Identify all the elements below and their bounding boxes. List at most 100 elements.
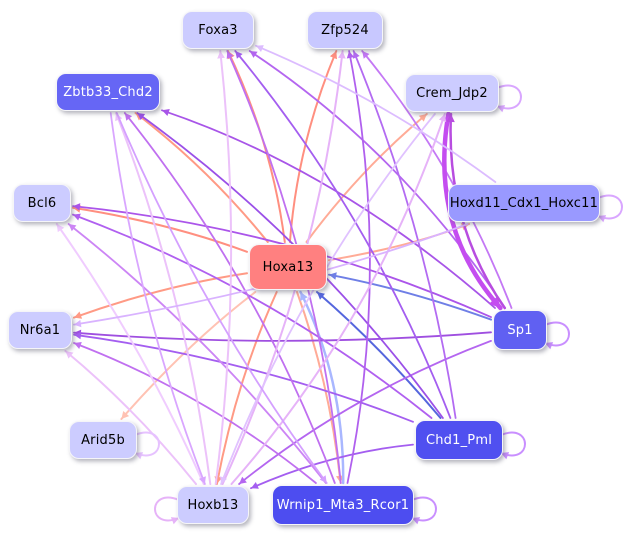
edge-Hoxa13-to-Bcl6 xyxy=(72,206,248,253)
edge-Hoxd11_Cdx1_Hoxc11-to-Hoxd11_Cdx1_Hoxc11 xyxy=(597,194,623,220)
node-label-Foxa3: Foxa3 xyxy=(198,22,238,38)
arrowhead-Wrnip1_Mta3_Rcor1-to-Nr6a1 xyxy=(74,342,82,349)
arrowhead-Hoxb13-to-Zfp524 xyxy=(338,51,346,59)
arrowhead-Chd1_Pml-to-Nr6a1 xyxy=(74,332,82,340)
node-label-Arid5b: Arid5b xyxy=(81,432,125,448)
edge-Zbtb33_Chd2-to-Wrnip1_Mta3_Rcor1 xyxy=(115,112,328,484)
edge-Sp1-to-Hoxa13 xyxy=(328,273,492,321)
arrowhead-Hoxb13-to-Foxa3 xyxy=(217,51,225,59)
arrowhead-Zbtb33_Chd2-to-Wrnip1_Mta3_Rcor1 xyxy=(319,475,327,483)
arrowhead-Hoxa13-to-Crem_Jdp2 xyxy=(418,114,427,122)
edge-Wrnip1_Mta3_Rcor1-to-Nr6a1 xyxy=(73,342,317,484)
arrowhead-Sp1-to-Zfp524 xyxy=(362,51,370,59)
arrowhead-Sp1-to-Bcl6 xyxy=(73,203,81,211)
edge-Hoxa13-to-Crem_Jdp2 xyxy=(305,113,428,243)
node-Chd1_Pml[interactable]: Chd1_Pml xyxy=(415,420,503,460)
arrowhead-Sp1-to-Hoxb13 xyxy=(239,476,247,484)
arrowhead-Hoxd11_Cdx1_Hoxc11-to-Nr6a1 xyxy=(74,319,82,328)
arrowhead-Crem_Jdp2-to-Hoxb13 xyxy=(220,476,227,484)
node-Nr6a1[interactable]: Nr6a1 xyxy=(8,311,72,349)
edge-Sp1-to-Zbtb33_Chd2 xyxy=(161,109,496,309)
node-Bcl6[interactable]: Bcl6 xyxy=(13,184,71,222)
node-Zfp524[interactable]: Zfp524 xyxy=(307,11,383,49)
node-Zbtb33_Chd2[interactable]: Zbtb33_Chd2 xyxy=(56,73,160,111)
arrowhead-Sp1-to-Crem_Jdp2 xyxy=(446,114,455,123)
node-Hoxb13[interactable]: Hoxb13 xyxy=(177,486,249,524)
edge-Hoxa13-to-Zbtb33_Chd2 xyxy=(134,112,269,243)
arrowhead-Sp1-to-Foxa3 xyxy=(249,51,258,58)
edge-Arid5b-to-Arid5b xyxy=(134,431,160,457)
edge-Hoxd11_Cdx1_Hoxc11-to-Foxa3 xyxy=(255,44,497,183)
node-label-Hoxb13: Hoxb13 xyxy=(187,497,239,513)
edge-Chd1_Pml-to-Hoxa13 xyxy=(316,291,442,419)
node-Hoxd11_Cdx1_Hoxc11[interactable]: Hoxd11_Cdx1_Hoxc11 xyxy=(448,184,600,222)
edge-Hoxb13-to-Bcl6 xyxy=(55,223,205,485)
arrowhead-Chd1_Pml-to-Zfp524 xyxy=(352,51,360,59)
node-label-Nr6a1: Nr6a1 xyxy=(19,322,61,338)
edge-Zbtb33_Chd2-to-Hoxb13 xyxy=(109,112,206,485)
node-label-Crem_Jdp2: Crem_Jdp2 xyxy=(416,85,488,101)
arrowhead-Chd1_Pml-to-Chd1_Pml xyxy=(501,452,510,460)
arrowhead-Hoxb13-to-Bcl6 xyxy=(56,224,65,233)
arrowhead-Wrnip1_Mta3_Rcor1-to-Foxa3 xyxy=(226,51,234,59)
node-Wrnip1_Mta3_Rcor1[interactable]: Wrnip1_Mta3_Rcor1 xyxy=(272,485,414,525)
edge-Wrnip1_Mta3_Rcor1-to-Bcl6 xyxy=(67,223,327,484)
edge-Wrnip1_Mta3_Rcor1-to-Hoxa13 xyxy=(299,290,345,485)
node-label-Bcl6: Bcl6 xyxy=(27,195,57,211)
arrowhead-Wrnip1_Mta3_Rcor1-to-Zfp524 xyxy=(346,51,355,59)
arrowhead-Sp1-to-Zbtb33_Chd2 xyxy=(162,109,170,116)
node-label-Hoxa13: Hoxa13 xyxy=(262,259,314,275)
arrowhead-Hoxa13-to-Zfp524 xyxy=(329,51,337,60)
arrowhead-Chd1_Pml-to-Foxa3 xyxy=(235,51,243,59)
arrowhead-Hoxb13-to-Crem_Jdp2 xyxy=(438,114,447,123)
node-Hoxa13[interactable]: Hoxa13 xyxy=(249,244,327,290)
arrowhead-Hoxb13-to-Nr6a1 xyxy=(65,351,74,359)
node-Arid5b[interactable]: Arid5b xyxy=(69,421,137,459)
node-label-Sp1: Sp1 xyxy=(507,322,533,338)
edge-Crem_Jdp2-to-Hoxb13 xyxy=(220,113,436,485)
arrowhead-Sp1-to-Sp1 xyxy=(545,342,554,350)
edge-Hoxb13-to-Crem_Jdp2 xyxy=(230,113,446,485)
arrowhead-Wrnip1_Mta3_Rcor1-to-Hoxa13 xyxy=(300,292,308,301)
edge-Hoxa13-to-Nr6a1 xyxy=(73,272,248,319)
edge-Hoxb13-to-Nr6a1 xyxy=(64,350,197,485)
arrowhead-Chd1_Pml-to-Hoxb13 xyxy=(251,482,259,489)
edge-Wrnip1_Mta3_Rcor1-to-Wrnip1_Mta3_Rcor1 xyxy=(411,496,437,522)
arrowhead-Arid5b-to-Arid5b xyxy=(135,452,144,460)
edge-Sp1-to-Foxa3 xyxy=(248,50,507,309)
edge-Chd1_Pml-to-Hoxb13 xyxy=(250,443,414,490)
edge-Chd1_Pml-to-Chd1_Pml xyxy=(500,431,526,457)
edge-Wrnip1_Mta3_Rcor1-to-Zbtb33_Chd2 xyxy=(123,112,336,484)
arrowhead-Sp1-to-Hoxa13 xyxy=(329,272,337,280)
arrowhead-Hoxa13-to-Arid5b xyxy=(121,411,130,419)
arrowhead-Hoxd11_Cdx1_Hoxc11-to-Hoxd11_Cdx1_Hoxc11 xyxy=(598,215,607,223)
arrowhead-Chd1_Pml-to-Hoxa13 xyxy=(317,292,325,300)
node-label-Hoxd11_Cdx1_Hoxc11: Hoxd11_Cdx1_Hoxc11 xyxy=(449,195,599,211)
edge-Sp1-to-Sp1 xyxy=(544,321,570,347)
node-label-Zbtb33_Chd2: Zbtb33_Chd2 xyxy=(63,84,153,100)
node-label-Wrnip1_Mta3_Rcor1: Wrnip1_Mta3_Rcor1 xyxy=(276,497,410,513)
arrowhead-Hoxd11_Cdx1_Hoxc11-to-Foxa3 xyxy=(256,45,264,52)
node-label-Chd1_Pml: Chd1_Pml xyxy=(425,432,493,448)
arrowhead-Wrnip1_Mta3_Rcor1-to-Bcl6 xyxy=(68,224,77,232)
edge-Wrnip1_Mta3_Rcor1-to-Zfp524 xyxy=(346,50,371,484)
edge-Chd1_Pml-to-Bcl6 xyxy=(72,213,433,419)
edge-Crem_Jdp2-to-Crem_Jdp2 xyxy=(496,84,522,110)
arrowhead-Hoxb13-to-Hoxb13 xyxy=(170,517,179,525)
node-Sp1[interactable]: Sp1 xyxy=(493,310,547,350)
edge-Chd1_Pml-to-Foxa3 xyxy=(234,50,452,419)
arrowhead-Chd1_Pml-to-Zbtb33_Chd2 xyxy=(137,113,146,121)
edge-Hoxa13-to-Foxa3 xyxy=(227,50,286,243)
edge-Hoxb13-to-Foxa3 xyxy=(214,50,233,485)
edge-Hoxb13-to-Zbtb33_Chd2 xyxy=(115,112,212,485)
node-Crem_Jdp2[interactable]: Crem_Jdp2 xyxy=(405,74,499,112)
arrowhead-Hoxa13-to-Nr6a1 xyxy=(74,311,83,319)
arrowhead-Chd1_Pml-to-Bcl6 xyxy=(73,213,81,221)
arrowhead-Wrnip1_Mta3_Rcor1-to-Zbtb33_Chd2 xyxy=(124,113,133,121)
arrowhead-Wrnip1_Mta3_Rcor1-to-Wrnip1_Mta3_Rcor1 xyxy=(412,517,421,525)
node-Foxa3[interactable]: Foxa3 xyxy=(182,11,254,49)
arrowhead-Zbtb33_Chd2-to-Hoxb13 xyxy=(198,476,206,484)
arrowhead-Crem_Jdp2-to-Crem_Jdp2 xyxy=(497,105,506,113)
node-label-Zfp524: Zfp524 xyxy=(321,22,369,38)
